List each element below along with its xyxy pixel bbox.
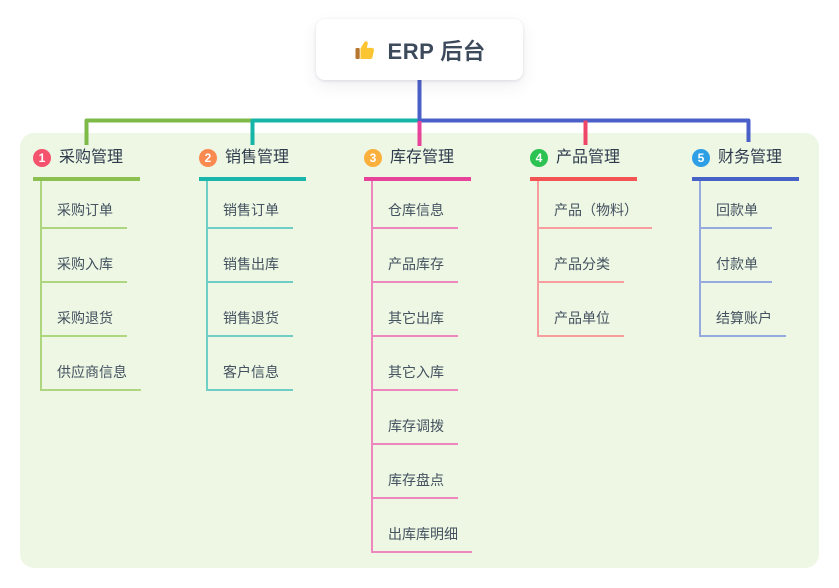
- branch-item-label: 采购退货: [57, 310, 113, 326]
- connector-branch-2: [250, 118, 421, 145]
- branch-item-label: 出库库明细: [388, 526, 458, 542]
- branch-item-label: 其它入库: [388, 364, 444, 380]
- branch-header[interactable]: 3 库存管理: [364, 147, 472, 181]
- branch-header[interactable]: 2 销售管理: [199, 147, 307, 181]
- branch-column: 5 财务管理 回款单付款单结算账户: [692, 147, 800, 337]
- branch-item[interactable]: 出库库明细: [373, 499, 472, 553]
- branch-column: 1 采购管理 采购订单采购入库采购退货供应商信息: [33, 147, 141, 391]
- branch-items: 销售订单销售出库销售退货客户信息: [206, 181, 293, 391]
- branch-item-label: 仓库信息: [388, 202, 444, 218]
- branch-item-label: 客户信息: [223, 364, 279, 380]
- branch-item[interactable]: 付款单: [701, 229, 772, 283]
- mindmap-panel: 1 采购管理 采购订单采购入库采购退货供应商信息 2 销售管理 销售订单销售出库…: [20, 133, 819, 568]
- branch-item-label: 库存盘点: [388, 472, 444, 488]
- connector-branch-5: [418, 118, 751, 142]
- branch-item-label: 产品库存: [388, 256, 444, 272]
- branch-number-badge: 2: [199, 149, 217, 167]
- branch-title: 财务管理: [718, 149, 783, 166]
- branch-item[interactable]: 销售出库: [208, 229, 293, 283]
- branch-title: 采购管理: [59, 149, 124, 166]
- branch-item[interactable]: 产品库存: [373, 229, 458, 283]
- branch-items: 仓库信息产品库存其它出库其它入库库存调拨库存盘点出库库明细: [371, 181, 472, 553]
- branch-item[interactable]: 采购入库: [42, 229, 127, 283]
- branch-item-label: 采购订单: [57, 202, 113, 218]
- branch-item-label: 付款单: [716, 256, 758, 272]
- branch-header[interactable]: 5 财务管理: [692, 147, 800, 181]
- branch-item[interactable]: 采购订单: [42, 181, 127, 229]
- branch-item-label: 结算账户: [716, 310, 772, 326]
- branch-number-badge: 1: [33, 149, 51, 167]
- branch-item[interactable]: 库存调拨: [373, 391, 458, 445]
- branch-items: 采购订单采购入库采购退货供应商信息: [40, 181, 141, 391]
- branch-item-label: 库存调拨: [388, 418, 444, 434]
- branch-item[interactable]: 产品单位: [539, 283, 624, 337]
- branch-column: 3 库存管理 仓库信息产品库存其它出库其它入库库存调拨库存盘点出库库明细: [364, 147, 472, 553]
- branch-item[interactable]: 产品分类: [539, 229, 624, 283]
- thumbs-up-icon: [355, 40, 374, 59]
- branch-header[interactable]: 4 产品管理: [530, 147, 638, 181]
- branch-item[interactable]: 产品（物料）: [539, 181, 652, 229]
- branch-item[interactable]: 客户信息: [208, 337, 293, 391]
- branch-items: 产品（物料） 产品分类产品单位: [537, 181, 652, 337]
- branch-item[interactable]: 结算账户: [701, 283, 786, 337]
- branch-number-badge: 5: [692, 149, 710, 167]
- branch-item[interactable]: 仓库信息: [373, 181, 458, 229]
- branch-item-label: 产品单位: [554, 310, 610, 326]
- branch-item-label: 产品分类: [554, 256, 610, 272]
- branch-item[interactable]: 库存盘点: [373, 445, 458, 499]
- branch-item-label: 回款单: [716, 202, 758, 218]
- branch-item[interactable]: 其它入库: [373, 337, 458, 391]
- branch-item[interactable]: 销售退货: [208, 283, 293, 337]
- connector-branch-1: [84, 118, 254, 145]
- branch-item-label: 产品（物料）: [554, 202, 638, 218]
- branch-title: 库存管理: [390, 149, 455, 166]
- branch-number-badge: 3: [364, 149, 382, 167]
- branch-number-badge: 4: [530, 149, 548, 167]
- branch-title: 产品管理: [556, 149, 621, 166]
- branch-item-label: 销售订单: [223, 202, 279, 218]
- branch-item[interactable]: 回款单: [701, 181, 772, 229]
- connector-lines: [84, 80, 751, 146]
- root-title: ERP 后台: [387, 38, 486, 64]
- branch-item[interactable]: 销售订单: [208, 181, 293, 229]
- root-node[interactable]: ERP 后台: [316, 19, 523, 80]
- branch-item-label: 销售出库: [223, 256, 279, 272]
- branch-items: 回款单付款单结算账户: [699, 181, 786, 337]
- branch-item-label: 采购入库: [57, 256, 113, 272]
- branch-title: 销售管理: [225, 149, 290, 166]
- branch-item-label: 供应商信息: [57, 364, 127, 380]
- branch-item-label: 销售退货: [223, 310, 279, 326]
- branch-item[interactable]: 其它出库: [373, 283, 458, 337]
- branch-column: 2 销售管理 销售订单销售出库销售退货客户信息: [199, 147, 307, 391]
- branch-column: 4 产品管理 产品（物料） 产品分类产品单位: [530, 147, 652, 337]
- branch-header[interactable]: 1 采购管理: [33, 147, 141, 181]
- branch-item-label: 其它出库: [388, 310, 444, 326]
- branch-item[interactable]: 供应商信息: [42, 337, 141, 391]
- branch-item[interactable]: 采购退货: [42, 283, 127, 337]
